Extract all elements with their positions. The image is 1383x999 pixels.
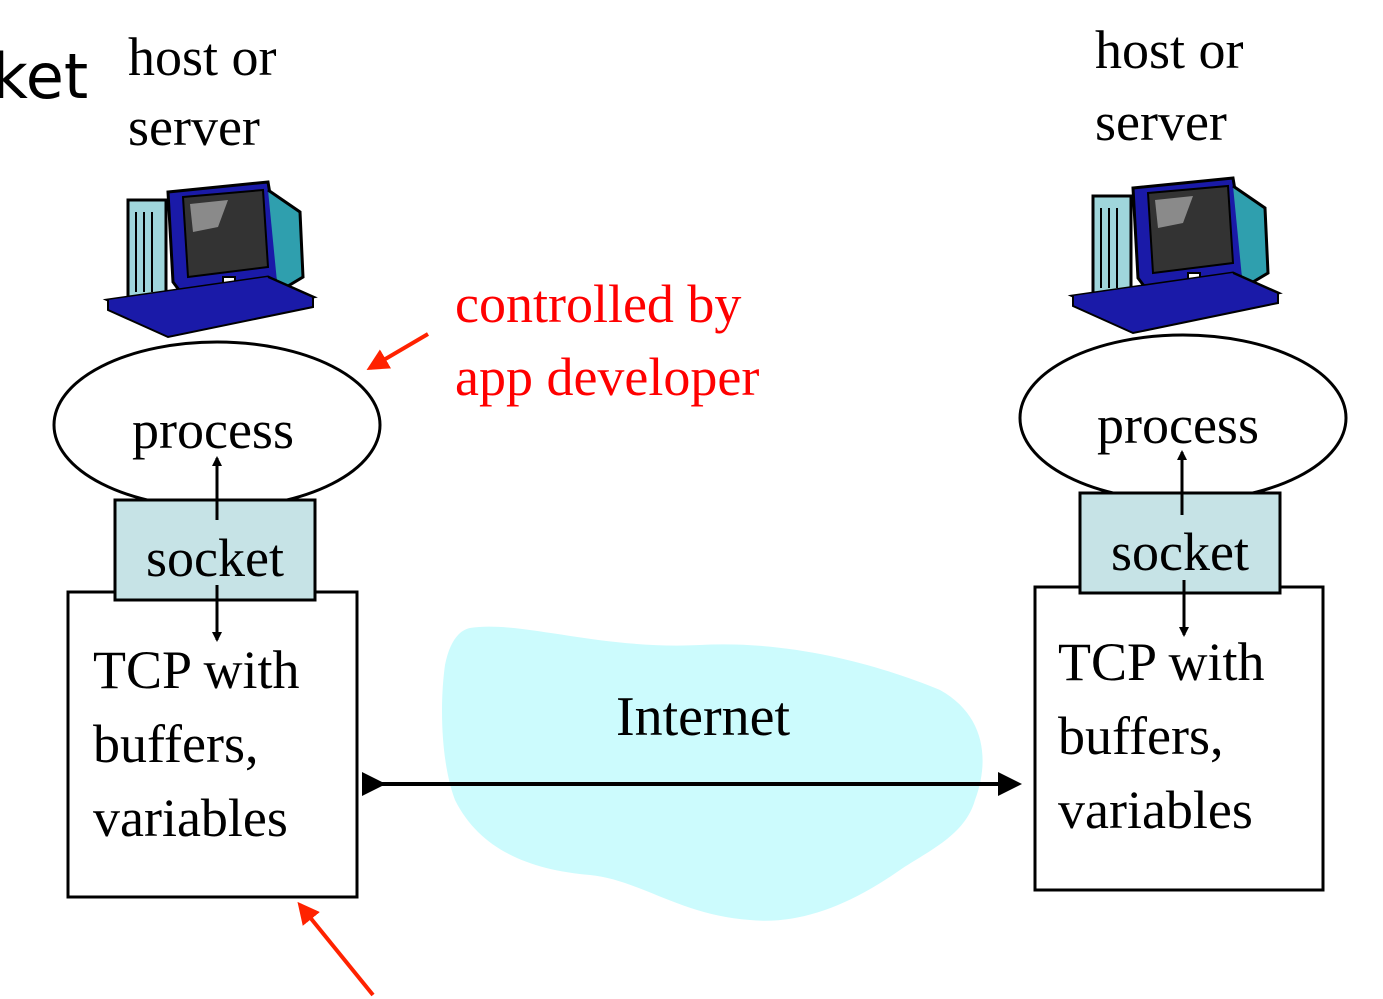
left-tcp-box — [66, 590, 359, 899]
left-tcp-line2: buffers, — [93, 714, 258, 774]
right-tcp-line1: TCP with — [1058, 632, 1265, 692]
left-host-label-line1: host or — [128, 27, 277, 87]
right-tcp-line2: buffers, — [1058, 706, 1223, 766]
right-host: host or server process socket TCP with b… — [1018, 20, 1348, 892]
left-socket-box — [113, 498, 317, 602]
right-socket-box — [1078, 491, 1282, 595]
internet-cloud — [442, 626, 983, 921]
right-socket-label: socket — [1111, 522, 1249, 582]
right-process-label: process — [1097, 395, 1259, 455]
annotation-arrow-to-tcp — [297, 901, 375, 997]
internet-label: Internet — [616, 686, 791, 748]
desktop-computer-icon — [106, 180, 315, 339]
left-socket-label: socket — [146, 528, 284, 588]
right-tcp-box — [1033, 585, 1325, 892]
annotation-arrow-to-process — [366, 332, 430, 371]
left-tcp-line3: variables — [93, 788, 288, 848]
title-fragment: ket — [0, 40, 88, 113]
right-host-label-line1: host or — [1095, 20, 1244, 80]
left-host-label-line2: server — [128, 97, 260, 157]
right-host-label-line2: server — [1095, 92, 1227, 152]
left-tcp-line1: TCP with — [93, 640, 300, 700]
left-host: host or server process socket TCP with b… — [52, 27, 382, 899]
right-tcp-line3: variables — [1058, 780, 1253, 840]
desktop-computer-icon — [1071, 176, 1280, 335]
left-process-label: process — [132, 400, 294, 460]
annotation-line2: app developer — [455, 347, 759, 407]
annotation-line1: controlled by — [455, 274, 741, 334]
